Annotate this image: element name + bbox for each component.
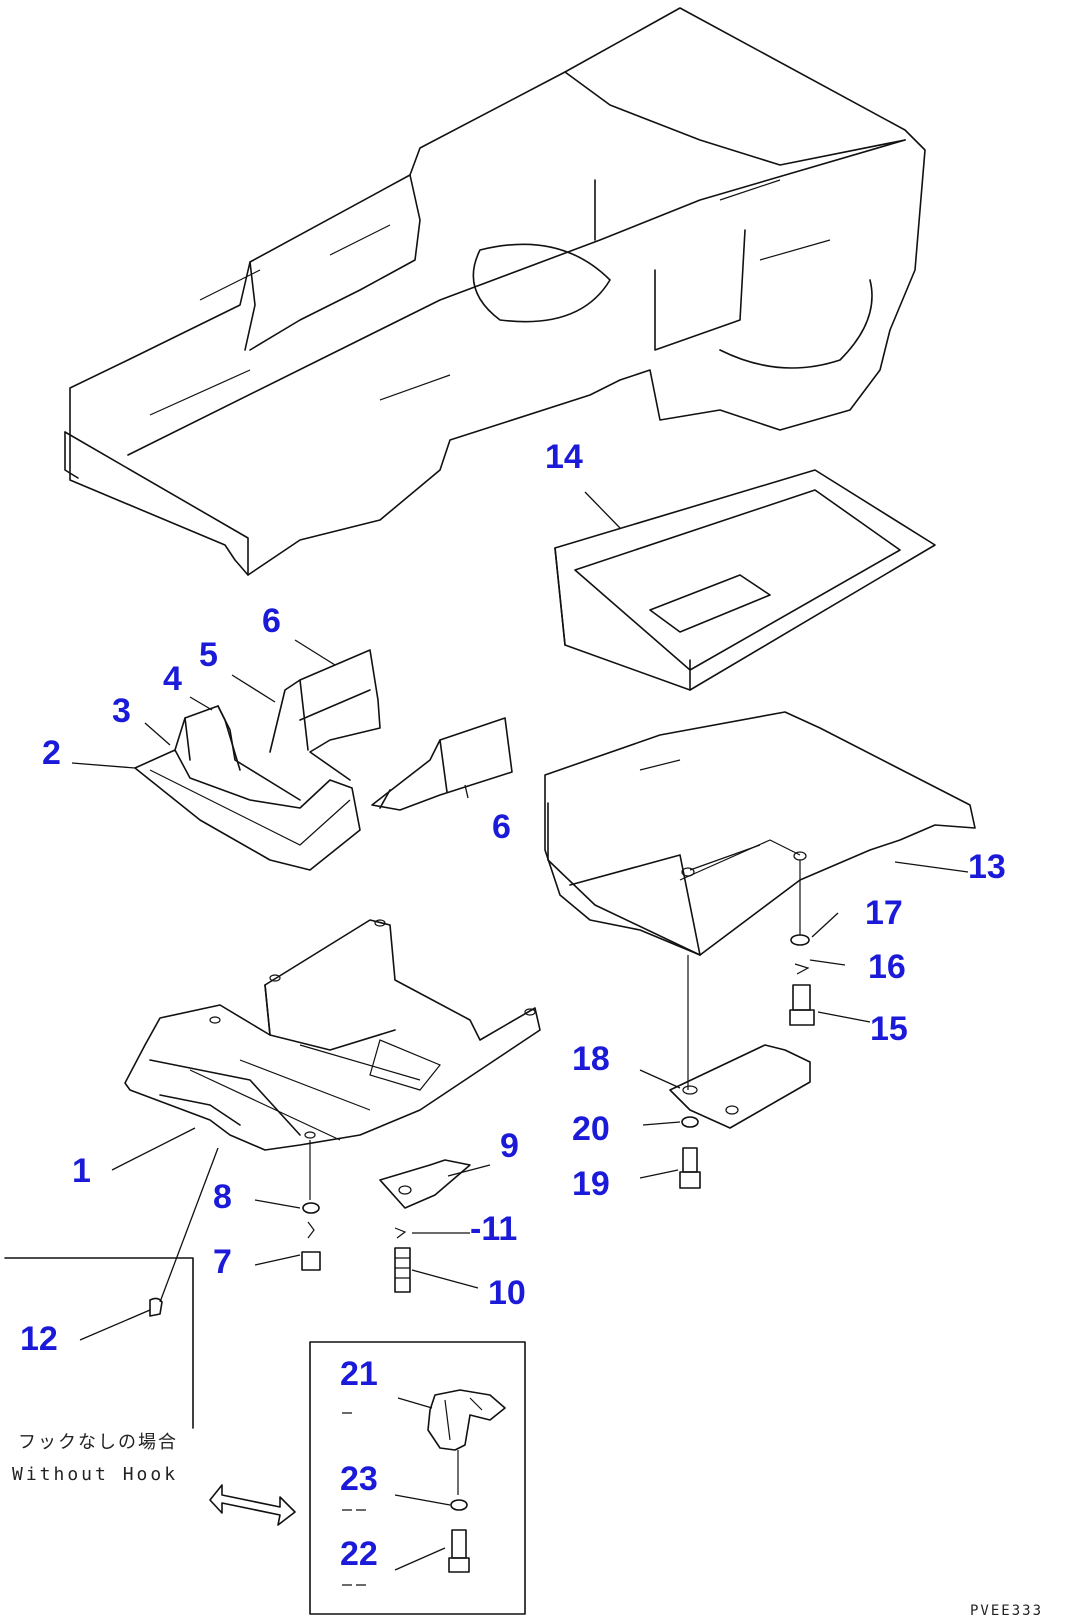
- fasteners: [301, 860, 815, 1293]
- part-2-cover-plate: [134, 749, 361, 871]
- main-frame: [64, 7, 926, 576]
- callout-6-lower: 6: [492, 808, 511, 846]
- callout-4: 4: [163, 660, 182, 698]
- callout-22: 22: [340, 1535, 378, 1573]
- part-14-cover: [554, 469, 936, 691]
- callout-23: 23: [340, 1460, 378, 1498]
- callout-3: 3: [112, 692, 131, 730]
- leader-lines: [71, 491, 969, 1586]
- callout-6-upper: 6: [262, 602, 281, 640]
- part-18-plate: [669, 1044, 811, 1129]
- callout-21: 21: [340, 1355, 378, 1393]
- part-3-4-brackets: [174, 705, 301, 801]
- part-13-under-cover: [544, 711, 976, 956]
- drawing-code: PVEE333: [970, 1603, 1043, 1619]
- callout-10: 10: [488, 1274, 526, 1312]
- callout-15: 15: [870, 1010, 908, 1048]
- callout-19: 19: [572, 1165, 610, 1203]
- part-5-6-guards: [269, 649, 513, 811]
- inset-note-japanese: フックなしの場合: [18, 1432, 178, 1453]
- callout-12: 12: [20, 1320, 58, 1358]
- callout-11: -11: [470, 1210, 517, 1248]
- callout-9: 9: [500, 1127, 519, 1165]
- inset-note-english: Without Hook: [12, 1464, 178, 1485]
- callout-2: 2: [42, 734, 61, 772]
- callout-7: 7: [213, 1243, 232, 1281]
- part-9-bracket: [379, 1159, 471, 1209]
- double-arrow-icon: [209, 1484, 296, 1526]
- callout-14: 14: [545, 438, 583, 476]
- callout-5: 5: [199, 636, 218, 674]
- inset-without-hook: [4, 1147, 219, 1429]
- callout-1: 1: [72, 1152, 91, 1190]
- inset-with-hook: [309, 1341, 526, 1615]
- callout-16: 16: [868, 948, 906, 986]
- part-1-lower-guard: [124, 919, 541, 1151]
- callout-13: 13: [968, 848, 1006, 886]
- callout-18: 18: [572, 1040, 610, 1078]
- callouts: 14 6 5 4 3 2 6 13 17 16 15 18 20 19 1 8 …: [20, 438, 1006, 1573]
- callout-20: 20: [572, 1110, 610, 1148]
- callout-8: 8: [213, 1178, 232, 1216]
- callout-17: 17: [865, 894, 903, 932]
